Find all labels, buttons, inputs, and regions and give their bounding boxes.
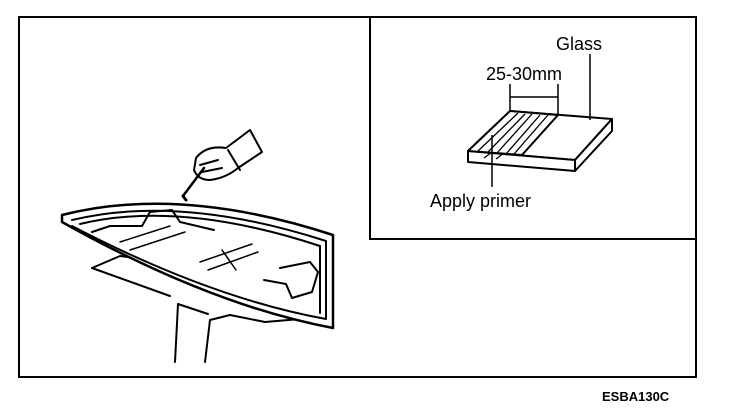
width-dimension-label: 25-30mm [486,64,562,84]
glass-side-face [574,118,613,172]
figure-frame [18,16,697,378]
figure-code: ESBA130C [602,389,670,404]
hand-with-applicator [181,129,263,202]
applicator-brush [181,166,206,198]
detail-inset-frame [369,16,697,240]
glass-label: Glass [556,34,602,54]
glass-reflections [119,225,259,271]
glass-outer-edge [60,202,335,330]
primer-band [467,110,559,160]
glass-inner-bead [71,209,327,320]
windshield-illustration [60,202,335,363]
glass-inner-bead-2 [79,214,321,314]
apply-primer-label: Apply primer [430,191,531,211]
glass-section-detail [467,110,613,172]
mount-through-glass [91,209,215,233]
width-dimension [509,84,559,115]
